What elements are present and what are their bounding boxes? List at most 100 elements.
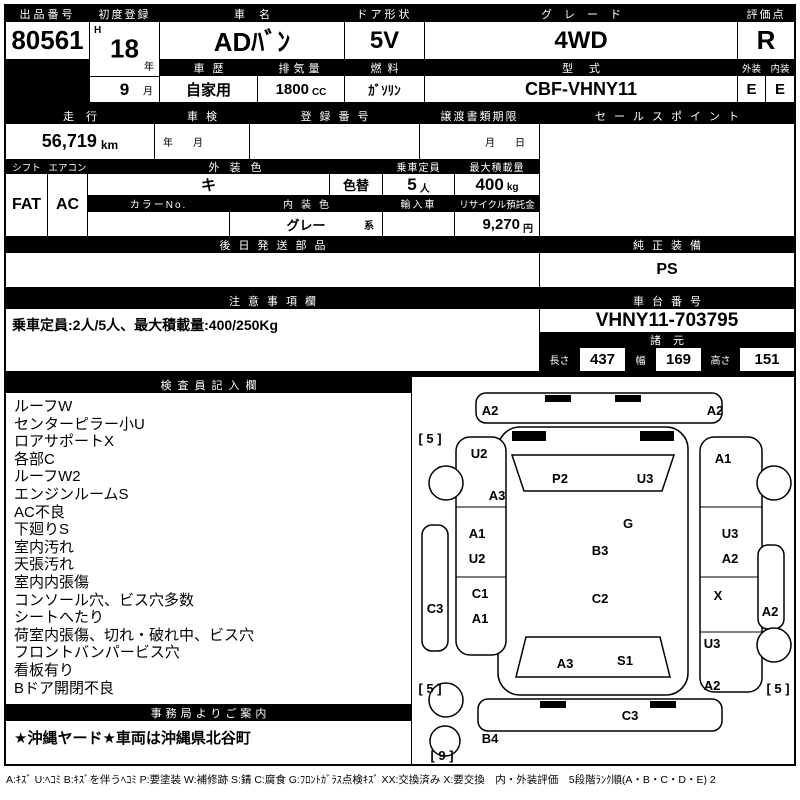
wheels — [428, 465, 792, 757]
chassis-number-value: VHNY11-703795 — [540, 309, 794, 333]
first-reg-month: 9 — [119, 79, 130, 99]
sales-point-value — [540, 124, 794, 237]
score-value: R — [738, 22, 794, 60]
right-side-panels — [699, 436, 785, 693]
grade-value: 4WD — [425, 22, 738, 60]
interior-color-value: グレー 系 — [230, 212, 383, 237]
inspector-note: ルーフW — [14, 398, 73, 415]
wheel-icon — [429, 725, 461, 757]
inspector-note: Bドア開閉不良 — [14, 679, 115, 697]
rear-bumper — [477, 698, 723, 732]
inspector-note: ルーフW2 — [14, 468, 81, 486]
inspector-note: 室内汚れ — [14, 538, 75, 556]
mileage-value: 56,719 km — [6, 124, 155, 160]
exhibit-number-label: 出品番号 — [6, 6, 90, 22]
exterior-color-value: キ — [88, 174, 330, 196]
interior-score-label: 内装 — [766, 60, 794, 76]
damage-codes: A2 A2 [ 5 ] U2 A1 A3 P2 U3 A1 U2 G B3 U3… — [418, 403, 789, 763]
door-shape-value: 5V — [345, 22, 425, 60]
notice-label: 注意事項欄 — [6, 293, 540, 309]
capacity-value: 5 人 — [383, 174, 455, 196]
capacity-number: 5 — [407, 174, 417, 194]
fuel-value: ｶﾞｿﾘﾝ — [345, 76, 425, 103]
damage-code: G — [623, 516, 633, 531]
damage-code: A2 — [482, 403, 499, 418]
mileage-number: 56,719 — [41, 131, 97, 151]
inspector-label: 検査員記入欄 — [6, 377, 412, 393]
damage-code: [ 5 ] — [766, 681, 789, 696]
registration-number-label: 登録番号 — [250, 108, 420, 124]
inspector-note: エンジンルームS — [14, 485, 129, 503]
grade-label: グレード — [425, 6, 738, 22]
dimensions-label: 諸元 — [540, 333, 794, 348]
recycle-deposit-number: 9,270 — [482, 215, 520, 233]
damage-code: A1 — [469, 526, 486, 541]
damage-code: C3 — [427, 601, 444, 616]
office-label: 事務局よりご案内 — [6, 705, 412, 721]
car-history-value: 自家用 — [160, 76, 258, 103]
first-registration-label: 初度登録 — [90, 6, 160, 22]
damage-code-legend: A:ｷｽﾞ U:ﾍｺﾐ B:ｷｽﾞを伴うﾍｺﾐ P:要塗装 W:補修跡 S:錆 … — [6, 774, 716, 786]
exterior-color-label: 外装色 — [88, 160, 383, 174]
recycle-deposit-value: 9,270 円 — [455, 212, 540, 237]
damage-code: B4 — [482, 731, 499, 746]
car-name-value: ADﾊﾞﾝ — [160, 22, 345, 60]
damage-code: U2 — [469, 551, 486, 566]
height-label: 高さ — [702, 348, 740, 372]
car-damage-diagram: A2 A2 [ 5 ] U2 A1 A3 P2 U3 A1 U2 G B3 U3… — [418, 392, 792, 763]
damage-code: U3 — [704, 636, 721, 651]
damage-code: [ 9 ] — [430, 748, 453, 763]
fuel-label: 燃料 — [345, 60, 425, 76]
inspector-note: ロアサポートX — [14, 433, 115, 451]
inspector-note: フロントバンパービス穴 — [14, 644, 180, 662]
door-shape-label: ドア形状 — [345, 6, 425, 22]
damage-code: [ 5 ] — [418, 681, 441, 696]
exterior-score-label: 外装 — [738, 60, 766, 76]
inspector-note: 室内内張傷 — [14, 573, 90, 591]
length-label: 長さ — [540, 348, 580, 372]
wheel-icon — [756, 465, 792, 501]
displacement-label: 排気量 — [258, 60, 345, 76]
shift-label: シフト — [6, 160, 48, 174]
shift-value: FAT — [6, 174, 48, 237]
aircon-label: エアコン — [48, 160, 88, 174]
equipment-label: 純正装備 — [540, 237, 794, 253]
mileage-label: 走行 — [6, 108, 155, 124]
color-no-value — [88, 212, 230, 237]
inspector-note: 荷室内張傷、切れ・破れ中、ビス穴 — [14, 626, 255, 644]
damage-code: C1 — [472, 586, 489, 601]
first-reg-month-unit: 月 — [143, 86, 153, 97]
damage-code: U2 — [471, 446, 488, 461]
inspection-label: 車検 — [155, 108, 250, 124]
notice-text: 乗車定員:2人/5人、最大積載量:400/250Kg — [6, 309, 540, 372]
inspector-note: コンソール穴、ビス穴多数 — [14, 591, 195, 609]
damage-code: U3 — [637, 471, 654, 486]
damage-code: P2 — [552, 471, 568, 486]
car-diagram-panel: A2 A2 [ 5 ] U2 A1 A3 P2 U3 A1 U2 G B3 U3… — [412, 377, 794, 764]
max-load-unit: kg — [506, 182, 519, 193]
front-bumper — [475, 392, 723, 424]
equipment-value: PS — [540, 253, 794, 288]
interior-color-label: 内装色 — [230, 196, 383, 212]
damage-code: A3 — [489, 488, 506, 503]
wheel-icon — [428, 465, 464, 501]
first-reg-year-unit: 年 — [144, 62, 154, 73]
displacement-unit: CC — [311, 86, 327, 98]
car-name-label: 車名 — [160, 6, 345, 22]
damage-code: U3 — [722, 526, 739, 541]
capacity-unit: 人 — [419, 184, 430, 195]
separator-bar — [6, 103, 794, 108]
damage-code: A2 — [707, 403, 724, 418]
model-code-label: 型式 — [425, 60, 738, 76]
displacement-value: 1800 CC — [258, 76, 345, 103]
damage-code: B3 — [592, 543, 609, 558]
registration-number-value — [250, 124, 420, 160]
damage-code: A2 — [762, 604, 779, 619]
damage-code: A2 — [704, 678, 721, 693]
interior-score-value: E — [766, 76, 794, 103]
first-reg-era: H — [94, 25, 102, 36]
inspector-note: 看板有り — [14, 661, 75, 679]
left-side-panels — [421, 436, 507, 656]
